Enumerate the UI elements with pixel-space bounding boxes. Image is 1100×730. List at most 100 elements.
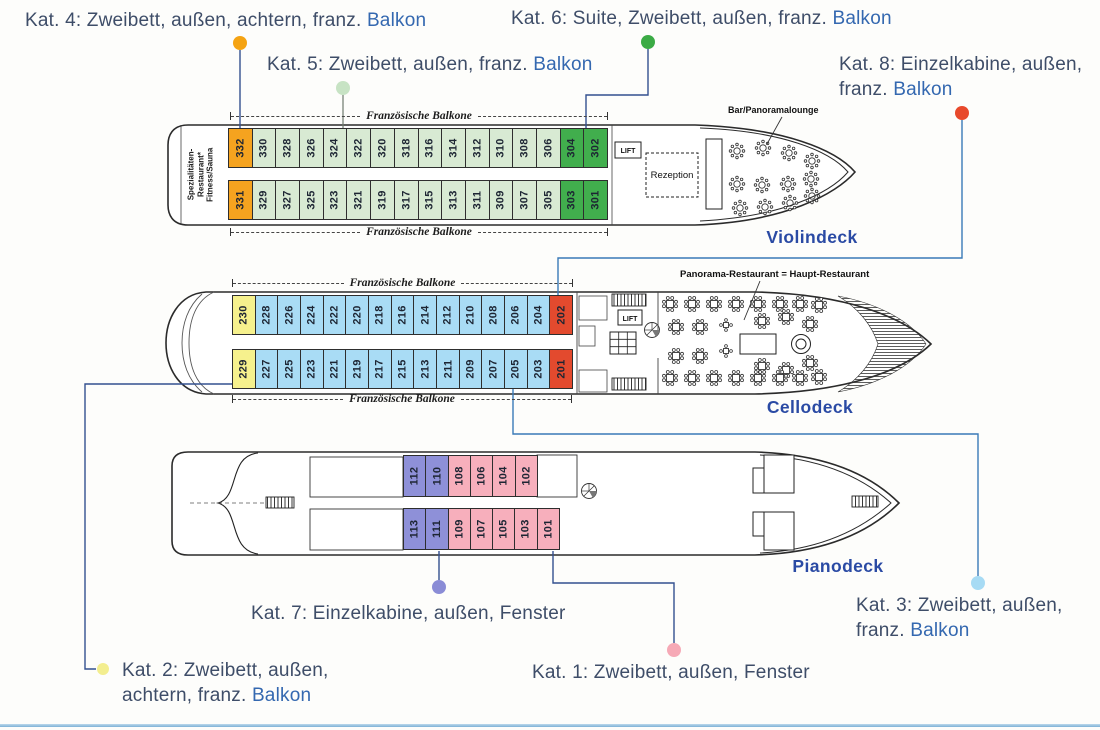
cabin-212[interactable]: 212 — [436, 296, 459, 334]
cabin-319[interactable]: 319 — [370, 181, 394, 219]
cabin-305[interactable]: 305 — [535, 181, 560, 219]
cabin-111[interactable]: 111 — [425, 509, 448, 549]
cabin-224[interactable]: 224 — [300, 296, 323, 334]
cabin-230[interactable]: 230 — [233, 296, 255, 334]
cabin-number: 110 — [430, 466, 443, 486]
cabin-number: 317 — [400, 190, 413, 210]
cabin-203[interactable]: 203 — [526, 350, 550, 388]
cabin-324[interactable]: 324 — [322, 129, 347, 167]
cabin-225[interactable]: 225 — [277, 350, 301, 388]
cabin-number: 323 — [329, 190, 342, 210]
cabin-206[interactable]: 206 — [504, 296, 527, 334]
cabin-202[interactable]: 202 — [549, 296, 573, 334]
balcony-label: Französische Balkone — [366, 226, 472, 238]
cabin-309[interactable]: 309 — [488, 181, 513, 219]
cabin-323[interactable]: 323 — [322, 181, 347, 219]
cabin-219[interactable]: 219 — [345, 350, 369, 388]
cabin-304[interactable]: 304 — [559, 129, 584, 167]
cabin-228[interactable]: 228 — [254, 296, 278, 334]
kat5-label: Kat. 5: Zweibett, außen, franz. Balkon — [267, 52, 593, 77]
kat4-dot — [233, 36, 247, 50]
cabin-326[interactable]: 326 — [299, 129, 323, 167]
cabin-216[interactable]: 216 — [390, 296, 414, 334]
cabin-113[interactable]: 113 — [404, 509, 426, 549]
cabin-205[interactable]: 205 — [504, 350, 527, 388]
cabin-330[interactable]: 330 — [251, 129, 276, 167]
cabin-227[interactable]: 227 — [254, 350, 278, 388]
cabin-332[interactable]: 332 — [229, 129, 252, 167]
pianodeck-hull — [171, 451, 901, 556]
category-dots — [97, 35, 985, 675]
cabin-number: 325 — [305, 190, 318, 210]
cabin-327[interactable]: 327 — [275, 181, 300, 219]
cabin-311[interactable]: 311 — [464, 181, 489, 219]
cabin-number: 212 — [441, 305, 454, 325]
cabin-303[interactable]: 303 — [559, 181, 584, 219]
cabin-number: 331 — [234, 190, 247, 210]
cabin-221[interactable]: 221 — [322, 350, 346, 388]
cabin-103[interactable]: 103 — [514, 509, 537, 549]
cabin-211[interactable]: 211 — [436, 350, 459, 388]
cabin-214[interactable]: 214 — [413, 296, 437, 334]
cabin-307[interactable]: 307 — [512, 181, 536, 219]
cabin-226[interactable]: 226 — [277, 296, 301, 334]
cabin-number: 321 — [352, 190, 365, 210]
cabin-325[interactable]: 325 — [299, 181, 323, 219]
cabin-316[interactable]: 316 — [417, 129, 442, 167]
cabin-106[interactable]: 106 — [469, 456, 493, 496]
cabin-329[interactable]: 329 — [251, 181, 276, 219]
kat2-dot — [97, 663, 109, 675]
cabin-318[interactable]: 318 — [393, 129, 418, 167]
fitness-sauna-label: Fitness/Sauna — [205, 147, 215, 202]
cabin-number: 314 — [447, 138, 460, 158]
cabin-number: 318 — [400, 138, 413, 158]
cabin-208[interactable]: 208 — [481, 296, 505, 334]
kat8-connector-line — [557, 120, 963, 296]
cabin-331[interactable]: 331 — [229, 181, 252, 219]
cabin-320[interactable]: 320 — [370, 129, 394, 167]
cabin-310[interactable]: 310 — [488, 129, 513, 167]
cabin-302[interactable]: 302 — [583, 129, 607, 167]
cabin-201[interactable]: 201 — [549, 350, 573, 388]
cabin-102[interactable]: 102 — [514, 456, 537, 496]
cabin-104[interactable]: 104 — [492, 456, 515, 496]
cabin-105[interactable]: 105 — [492, 509, 515, 549]
cabin-number: 215 — [396, 359, 409, 379]
cabin-301[interactable]: 301 — [583, 181, 607, 219]
cabin-308[interactable]: 308 — [512, 129, 536, 167]
cabin-314[interactable]: 314 — [441, 129, 465, 167]
cabin-215[interactable]: 215 — [390, 350, 414, 388]
cabin-322[interactable]: 322 — [346, 129, 371, 167]
cabin-209[interactable]: 209 — [458, 350, 482, 388]
cabin-220[interactable]: 220 — [345, 296, 369, 334]
cabin-204[interactable]: 204 — [526, 296, 550, 334]
pianodeck-stairs-aft — [265, 496, 295, 509]
cabin-207[interactable]: 207 — [481, 350, 505, 388]
cabin-328[interactable]: 328 — [275, 129, 300, 167]
cabin-number: 312 — [471, 138, 484, 158]
cabin-number: 202 — [555, 305, 568, 325]
cabin-222[interactable]: 222 — [322, 296, 346, 334]
cabin-107[interactable]: 107 — [469, 509, 493, 549]
cabin-210[interactable]: 210 — [458, 296, 482, 334]
cabin-223[interactable]: 223 — [300, 350, 323, 388]
cabin-315[interactable]: 315 — [417, 181, 442, 219]
cabin-number: 104 — [497, 466, 510, 486]
cabin-112[interactable]: 112 — [404, 456, 426, 496]
cabin-109[interactable]: 109 — [447, 509, 470, 549]
cabin-306[interactable]: 306 — [535, 129, 560, 167]
cabin-101[interactable]: 101 — [536, 509, 559, 549]
cabin-218[interactable]: 218 — [368, 296, 391, 334]
cabin-313[interactable]: 313 — [441, 181, 465, 219]
cabin-217[interactable]: 217 — [368, 350, 391, 388]
cabin-312[interactable]: 312 — [464, 129, 489, 167]
cabin-229[interactable]: 229 — [233, 350, 255, 388]
cabin-213[interactable]: 213 — [413, 350, 437, 388]
cabin-317[interactable]: 317 — [393, 181, 418, 219]
cabin-108[interactable]: 108 — [447, 456, 470, 496]
cabin-321[interactable]: 321 — [346, 181, 371, 219]
cabin-110[interactable]: 110 — [425, 456, 448, 496]
